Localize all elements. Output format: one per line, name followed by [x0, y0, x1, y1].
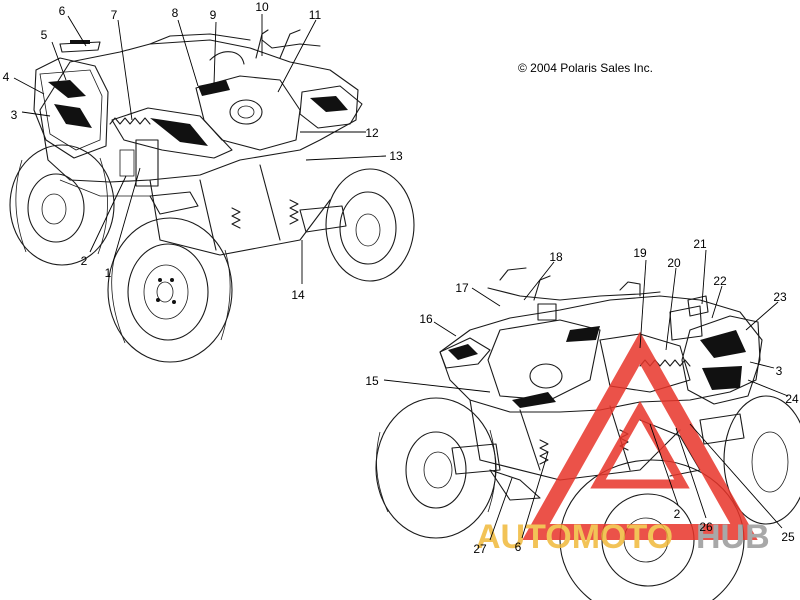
watermark-word-hub: HUB — [696, 518, 770, 556]
callout-c25: 25 — [781, 530, 795, 544]
callout-c3b: 3 — [776, 364, 783, 378]
watermark-word-automoto: AUTOMOTO — [476, 518, 673, 556]
callout-c4: 4 — [3, 70, 10, 84]
callout-c19: 19 — [633, 246, 647, 260]
callout-c9: 9 — [210, 8, 217, 22]
callout-c1: 1 — [105, 266, 112, 280]
callout-c15: 15 — [365, 374, 379, 388]
copyright-notice: © 2004 Polaris Sales Inc. — [518, 61, 653, 75]
callout-c21: 21 — [693, 237, 707, 251]
callout-c2b: 2 — [674, 507, 681, 521]
callout-c14: 14 — [291, 288, 305, 302]
callout-c13: 13 — [389, 149, 403, 163]
callout-c16: 16 — [419, 312, 433, 326]
watermark-logo: AUTOMOTO HUB — [476, 331, 770, 556]
callout-c8: 8 — [172, 6, 179, 20]
callout-c6b: 6 — [515, 540, 522, 554]
callout-c11: 11 — [309, 8, 322, 22]
callout-c7: 7 — [111, 8, 118, 22]
callout-c5: 5 — [41, 28, 48, 42]
callout-c12: 12 — [365, 126, 379, 140]
callout-c3a: 3 — [11, 108, 18, 122]
callout-c27: 27 — [473, 542, 487, 556]
callout-c23: 23 — [773, 290, 787, 304]
callout-c10: 10 — [255, 0, 269, 14]
atv-front-view — [9, 29, 415, 363]
callout-c22: 22 — [713, 274, 727, 288]
callout-c26: 26 — [699, 520, 713, 534]
callout-c18: 18 — [549, 250, 563, 264]
callout-c6a: 6 — [59, 4, 66, 18]
callout-c17: 17 — [455, 281, 469, 295]
leader-lines — [13, 14, 789, 541]
callout-c20: 20 — [667, 256, 681, 270]
watermark-triangle-icon — [522, 331, 758, 540]
callout-c2: 2 — [81, 254, 88, 268]
callout-c24: 24 — [785, 392, 799, 406]
